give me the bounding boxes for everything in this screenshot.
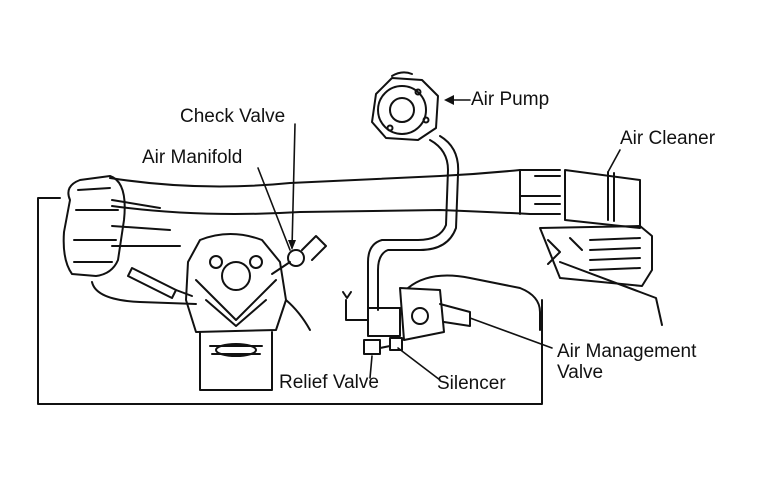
air-pump-label: Air Pump — [471, 89, 550, 110]
air-management-valve-label-line1: Air Management — [557, 341, 697, 362]
check-valve-label: Check Valve — [180, 106, 286, 127]
air-pump — [371, 71, 439, 141]
leader-lines — [257, 99, 621, 381]
air-management-valve-label-line2: Valve — [557, 362, 604, 383]
air-cleaner — [539, 169, 663, 326]
engine-head — [62, 175, 311, 391]
air-manifold-label: Air Manifold — [142, 147, 243, 168]
intake-duct — [109, 169, 561, 215]
check-valve-body — [271, 235, 327, 275]
arrow-heads — [288, 95, 454, 250]
relief-valve-silencer — [363, 337, 403, 355]
air-management-valve — [342, 287, 471, 341]
relief-valve-label: Relief Valve — [279, 372, 379, 393]
frame-outline — [37, 197, 543, 405]
air-pump-hoses — [367, 135, 541, 331]
air-cleaner-label: Air Cleaner — [620, 128, 716, 149]
silencer-label: Silencer — [437, 373, 506, 394]
spark-plug — [127, 267, 193, 299]
